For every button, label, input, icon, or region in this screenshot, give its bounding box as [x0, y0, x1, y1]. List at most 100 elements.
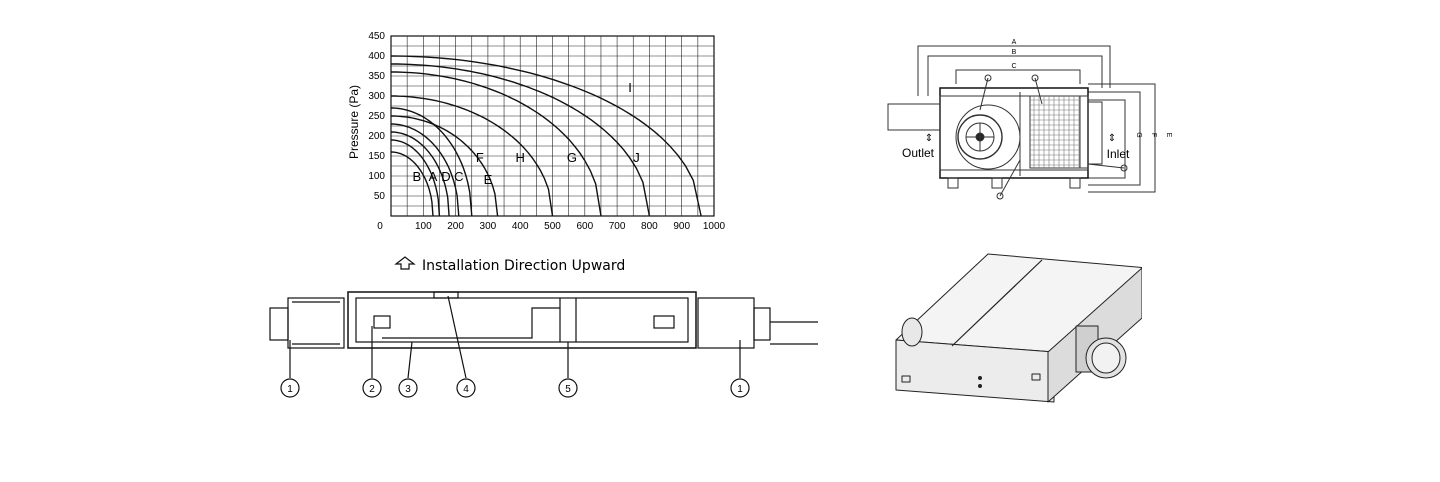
curve-B [391, 151, 434, 217]
y-axis-label: Pressure (Pa) [347, 85, 361, 159]
filter-frame [1079, 95, 1089, 169]
leader-line [407, 341, 413, 379]
y-tick-label: 100 [368, 171, 385, 182]
outlet-label: Outlet [902, 146, 935, 160]
bracket [901, 375, 911, 383]
callout-circle [362, 378, 382, 398]
callout-line [979, 77, 989, 111]
callout-dot [984, 74, 992, 82]
curve-label-E: E [484, 172, 493, 187]
curve-C [391, 123, 460, 217]
callout-circle [398, 378, 418, 398]
fan-wheel [957, 114, 1003, 160]
dim-line-g [1088, 99, 1126, 179]
curve-G [391, 71, 602, 217]
callout-3: 3 [405, 384, 411, 395]
callout-circle [456, 378, 476, 398]
x-tick-label: 100 [415, 221, 432, 232]
callout-4: 4 [463, 384, 469, 395]
dim-line-e [1088, 83, 1156, 193]
curve-A [391, 139, 441, 217]
isometric-svg [895, 253, 1149, 403]
outlet-duct [887, 103, 941, 131]
curve-label-D: D [441, 169, 450, 184]
callout-circle [730, 378, 750, 398]
curve-label-B: B [413, 169, 422, 184]
callout-line [1087, 163, 1125, 169]
outlet-arrow-icon: ⇕ [925, 133, 933, 144]
callout-1-right: 1 [737, 384, 743, 395]
housing-outline [939, 87, 1089, 179]
callout-dot [996, 192, 1004, 200]
curve-label-C: C [454, 169, 463, 184]
main-housing [347, 291, 697, 349]
curve-label-H: H [516, 150, 525, 165]
bracket-left [373, 315, 391, 329]
chart-curves [390, 55, 702, 217]
inner-duct [382, 307, 560, 339]
filter-core [1029, 95, 1081, 169]
mount-tab [947, 177, 959, 189]
screw [978, 384, 982, 388]
dim-label-c: C [1011, 63, 1016, 70]
curve-label-J: J [633, 150, 640, 165]
dim-line-a [917, 45, 1111, 96]
curve-J [391, 63, 651, 217]
bracket-right [653, 315, 675, 329]
installation-direction-label: Installation Direction Upward [422, 258, 625, 274]
dim-label-a: A [1012, 39, 1017, 46]
x-tick-label: 600 [576, 221, 593, 232]
curve-D [391, 131, 450, 217]
screw [978, 376, 982, 380]
bracket [1031, 373, 1041, 381]
curve-F [391, 107, 473, 217]
callout-line [1034, 77, 1043, 105]
right-duct-collar [697, 297, 755, 349]
top-view-schematic: A B C G F E ⇕ ⇕ Outlet Inlet [880, 30, 1190, 210]
y-tick-label: 450 [368, 31, 385, 42]
dim-label-f: F [1150, 133, 1157, 137]
y-tick-label: 200 [368, 131, 385, 142]
origin-label: 0 [377, 221, 383, 232]
dim-line-f [1088, 91, 1141, 186]
curve-H [391, 95, 554, 217]
x-tick-label: 400 [512, 221, 529, 232]
callout-2: 2 [369, 384, 375, 395]
left-duct-collar [901, 317, 923, 347]
inlet-arrow-icon: ⇕ [1108, 133, 1116, 144]
callout-line [999, 159, 1021, 197]
y-tick-label: 250 [368, 111, 385, 122]
top-clip [433, 291, 459, 299]
x-tick-label: 900 [673, 221, 690, 232]
callout-5: 5 [565, 384, 571, 395]
isometric-view [892, 248, 1149, 412]
callout-dot [1031, 74, 1039, 82]
side-view-svg: Installation Direction Upward [269, 256, 818, 398]
right-duct-opening [1091, 342, 1121, 374]
curve-I [390, 55, 702, 217]
left-collar-cap [269, 307, 289, 341]
up-arrow-icon [394, 256, 416, 270]
chart-grid [391, 36, 714, 216]
callout-dot [1120, 164, 1128, 172]
curve-label-G: G [567, 150, 577, 165]
curve-label-I: I [628, 80, 632, 95]
y-tick-label: 300 [368, 91, 385, 102]
filter-hatching [1030, 96, 1080, 168]
y-tick-label: 150 [368, 151, 385, 162]
right-collar-cap [753, 307, 771, 341]
dim-label-b: B [1012, 49, 1017, 56]
housing-panel [355, 297, 689, 343]
dim-line-b [927, 55, 1103, 96]
housing-inner [939, 95, 1089, 171]
callout-1-left: 1 [287, 384, 293, 395]
x-tick-label: 700 [609, 221, 626, 232]
curve-E [391, 115, 499, 217]
side-view-drawing: Installation Direction Upward [262, 250, 822, 410]
top-ridge [951, 259, 1043, 347]
x-tick-label: 500 [544, 221, 561, 232]
